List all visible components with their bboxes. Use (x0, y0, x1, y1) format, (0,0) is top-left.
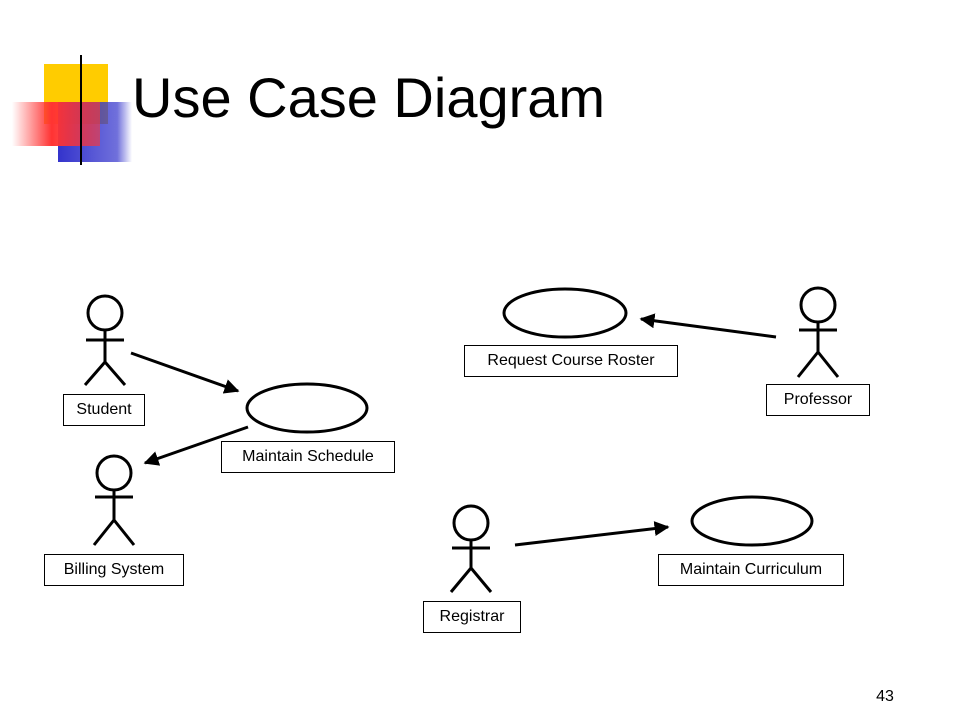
actor-billing-system-figure (92, 454, 136, 546)
association-student-to-maintain-schedule (130, 351, 240, 394)
use-case-maintain-curriculum-oval (690, 495, 814, 547)
use-case-maintain-schedule-oval (245, 382, 369, 434)
actor-professor-figure (796, 286, 840, 378)
use-case-request-course-roster-label: Request Course Roster (464, 345, 678, 377)
association-maintain-schedule-to-billing-system (143, 425, 249, 466)
association-registrar-to-maintain-curriculum (514, 521, 670, 547)
decor-red-bar (12, 102, 100, 146)
slide-title: Use Case Diagram (132, 66, 606, 129)
actor-student-figure (83, 294, 127, 386)
actor-registrar-label: Registrar (423, 601, 521, 633)
association-professor-to-request-course-roster (639, 313, 777, 339)
actor-billing-system-label: Billing System (44, 554, 184, 586)
use-case-maintain-curriculum-label: Maintain Curriculum (658, 554, 844, 586)
actor-student-label: Student (63, 394, 145, 426)
actor-professor-label: Professor (766, 384, 870, 416)
page-number: 43 (876, 688, 894, 705)
use-case-request-course-roster-oval (502, 287, 628, 339)
actor-registrar-figure (449, 504, 493, 593)
title-decoration (12, 55, 900, 165)
use-case-maintain-schedule-label: Maintain Schedule (221, 441, 395, 473)
